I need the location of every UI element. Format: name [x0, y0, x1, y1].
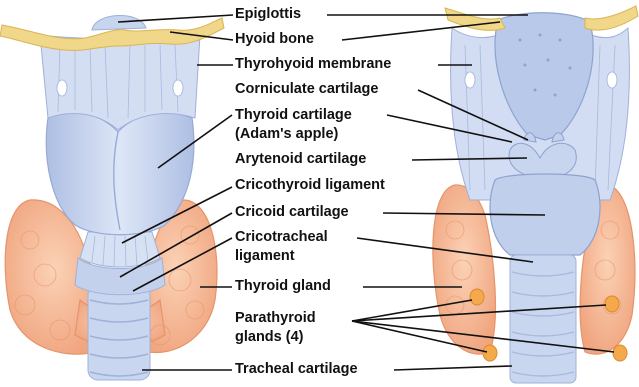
anterior-view	[0, 15, 224, 380]
parathyroid-gland-4	[613, 345, 627, 361]
label-adams-apple: (Adam's apple)	[233, 125, 340, 144]
label-thyroid-cartilage: Thyroid cartilage	[233, 106, 354, 125]
label-arytenoid-cartilage: Arytenoid cartilage	[233, 150, 368, 169]
label-cricotracheal: Cricotracheal	[233, 228, 330, 247]
leader-tracheal-right	[394, 366, 512, 370]
thyroid-gland-posterior-left	[433, 185, 496, 354]
label-thyrohyoid-membrane: Thyrohyoid membrane	[233, 55, 393, 74]
label-epiglottis: Epiglottis	[233, 5, 303, 24]
label-thyroid-gland: Thyroid gland	[233, 277, 333, 296]
label-tracheal-cartilage: Tracheal cartilage	[233, 360, 360, 379]
thyroid-cartilage	[46, 113, 194, 235]
label-corniculate-cartilage: Corniculate cartilage	[233, 80, 380, 99]
trachea-anterior	[88, 285, 150, 380]
parathyroid-gland-2	[483, 345, 497, 361]
label-cricotracheal-ligament: ligament	[233, 247, 297, 266]
posterior-view	[433, 6, 638, 383]
label-parathyroid-glands: glands (4)	[233, 328, 305, 347]
parathyroid-gland-3	[605, 296, 619, 312]
label-cricothyroid-ligament: Cricothyroid ligament	[233, 176, 387, 195]
label-cricoid-cartilage: Cricoid cartilage	[233, 203, 351, 222]
label-parathyroid: Parathyroid	[233, 309, 318, 328]
label-hyoid-bone: Hyoid bone	[233, 30, 316, 49]
parathyroid-gland-1	[470, 289, 484, 305]
